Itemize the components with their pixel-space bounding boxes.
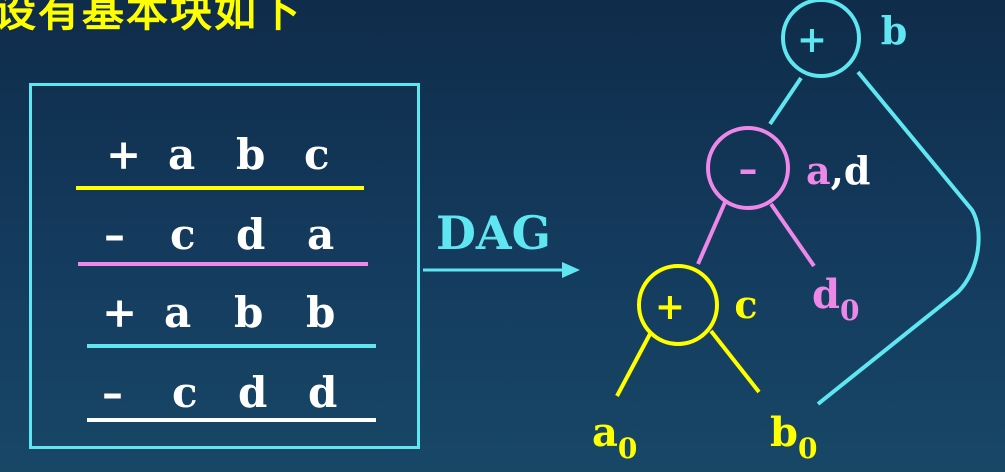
edge-root-minus <box>768 76 803 126</box>
edge-plus-a0 <box>615 333 652 397</box>
node-label: c <box>734 282 757 327</box>
node-label-rest: ,d <box>831 148 871 193</box>
code-result: d <box>308 368 338 417</box>
code-op: + <box>106 130 142 179</box>
code-arg2: d <box>236 210 266 259</box>
code-arg1: a <box>168 130 196 179</box>
edge-plus-b0 <box>709 329 761 394</box>
code-arg1: a <box>164 288 192 337</box>
code-rule-3 <box>87 344 376 348</box>
node-label: b <box>881 8 908 53</box>
code-result: b <box>306 288 336 337</box>
node-op: + <box>797 19 827 61</box>
dag-node-minus: – a,d <box>706 126 870 210</box>
dag-leaf-d0: d0 <box>812 271 859 327</box>
dag-node-plus: + c <box>637 264 758 346</box>
code-arg1: c <box>172 368 198 417</box>
code-arg2: b <box>236 130 266 179</box>
edge-minus-d0 <box>769 202 816 268</box>
code-arg1: c <box>170 210 196 259</box>
leaf-base: b <box>770 409 798 456</box>
leaf-sub: 0 <box>618 432 637 465</box>
edge-root-b0 <box>816 70 981 406</box>
dag-arrow-label: DAG <box>436 206 551 260</box>
code-op: + <box>102 288 138 337</box>
right-arrow-icon <box>423 262 580 278</box>
leaf-sub: 0 <box>798 432 817 465</box>
code-result: a <box>307 210 335 259</box>
node-label: a,d <box>806 148 870 193</box>
code-rule-2 <box>78 262 368 266</box>
code-rule-4 <box>87 418 376 422</box>
basic-block-box: + a b c – c d a + a b b – c d d <box>29 83 420 449</box>
code-arg2: d <box>238 368 268 417</box>
code-op: – <box>104 210 125 259</box>
dag-leaf-b0: b0 <box>770 409 817 465</box>
leaf-base: a <box>592 409 618 456</box>
node-op: + <box>655 286 685 328</box>
node-label-a: a <box>806 148 831 193</box>
code-op: – <box>102 368 123 417</box>
code-rule-1 <box>76 186 364 190</box>
dag-leaf-a0: a0 <box>592 409 637 465</box>
page-title: 设有基本块如下 <box>0 0 303 36</box>
node-op: – <box>739 146 758 191</box>
code-result: c <box>304 130 330 179</box>
dag-node-root: + b <box>781 0 908 78</box>
leaf-base: d <box>812 271 840 318</box>
code-arg2: b <box>234 288 264 337</box>
leaf-sub: 0 <box>840 294 859 327</box>
edge-minus-plus <box>696 199 728 265</box>
